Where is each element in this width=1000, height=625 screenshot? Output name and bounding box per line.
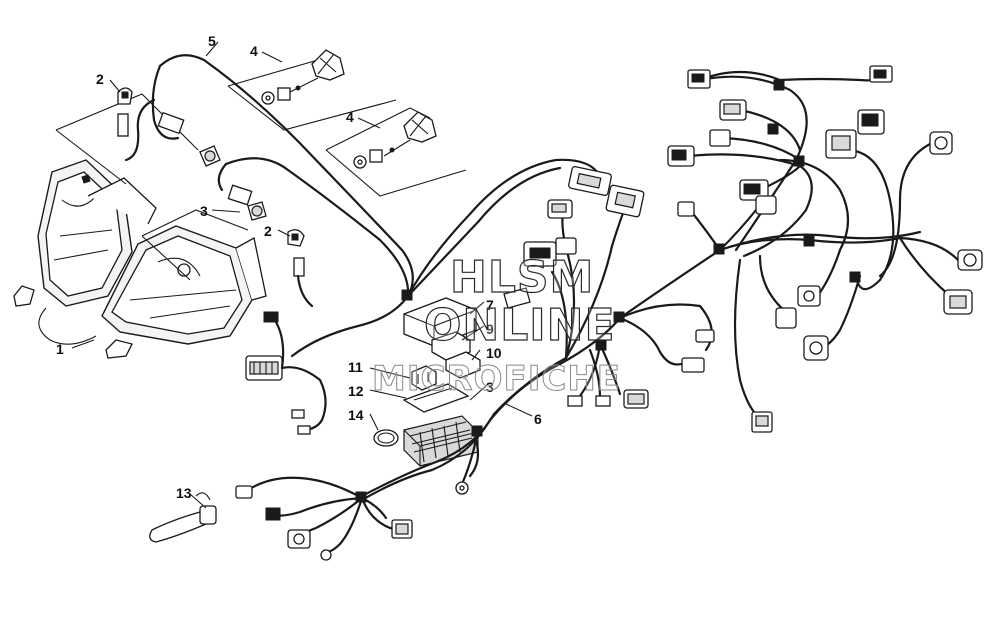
fuse-block-8[interactable] bbox=[403, 415, 479, 467]
label-9: 9 bbox=[486, 321, 494, 337]
bulb-socket-upper[interactable] bbox=[117, 87, 133, 105]
watermark: HLSM ONLINE MICROFICHE bbox=[372, 251, 621, 399]
label-6: 6 bbox=[534, 411, 542, 427]
label-4a: 4 bbox=[250, 43, 258, 59]
watermark-line3: MICROFICHE bbox=[372, 359, 621, 399]
cable-tie-14[interactable] bbox=[373, 429, 399, 447]
ring-terminal[interactable] bbox=[455, 481, 469, 495]
label-2a: 2 bbox=[96, 71, 104, 87]
label-1-leader bbox=[38, 307, 97, 345]
lower-harness-branches[interactable] bbox=[235, 476, 413, 561]
label-1: 1 bbox=[56, 341, 64, 357]
label-13: 13 bbox=[176, 485, 192, 501]
label-10: 10 bbox=[486, 345, 502, 361]
fuse-holder-11[interactable] bbox=[411, 365, 437, 391]
label-12: 12 bbox=[348, 383, 364, 399]
label-11: 11 bbox=[348, 359, 363, 375]
label-4b: 4 bbox=[346, 109, 354, 125]
label-3a: 3 bbox=[200, 203, 208, 219]
bulb-socket-lower[interactable] bbox=[287, 229, 305, 247]
relay-bracket-12[interactable] bbox=[402, 383, 470, 413]
label-7: 7 bbox=[486, 297, 494, 313]
headlight-bulb-lower[interactable] bbox=[247, 201, 267, 221]
leader-lines bbox=[71, 41, 533, 509]
label-14: 14 bbox=[348, 407, 364, 423]
headlight-left[interactable] bbox=[13, 159, 157, 307]
relay-9[interactable] bbox=[431, 331, 471, 361]
watermark-line2: ONLINE bbox=[424, 300, 616, 351]
headlight-bulb-upper[interactable] bbox=[199, 145, 221, 167]
harness-connector-top-1[interactable] bbox=[568, 165, 612, 197]
engine-connectors[interactable] bbox=[667, 65, 983, 433]
headlight-plug-lower[interactable] bbox=[293, 257, 305, 277]
fuse-holder-10[interactable] bbox=[445, 351, 481, 379]
adjuster-assembly-upper[interactable] bbox=[261, 49, 345, 105]
watermark-line1: HLSM bbox=[450, 252, 594, 303]
label-3b: 3 bbox=[486, 379, 494, 395]
headlight-harness[interactable] bbox=[117, 54, 414, 358]
harness-connector-mid[interactable] bbox=[503, 237, 577, 309]
harness-connector-top-3[interactable] bbox=[547, 199, 573, 219]
harness-connector-right-branch[interactable] bbox=[567, 329, 715, 409]
engine-harness-right[interactable] bbox=[688, 70, 962, 422]
harness-connector-top-2[interactable] bbox=[605, 184, 645, 218]
label-5: 5 bbox=[208, 33, 216, 49]
multi-pin-connector-left[interactable] bbox=[245, 311, 327, 435]
adjuster-assembly-lower[interactable] bbox=[353, 111, 437, 169]
headlight-right[interactable] bbox=[101, 225, 267, 359]
label-2b: 2 bbox=[264, 223, 272, 239]
rubber-boot-13[interactable] bbox=[149, 492, 217, 543]
